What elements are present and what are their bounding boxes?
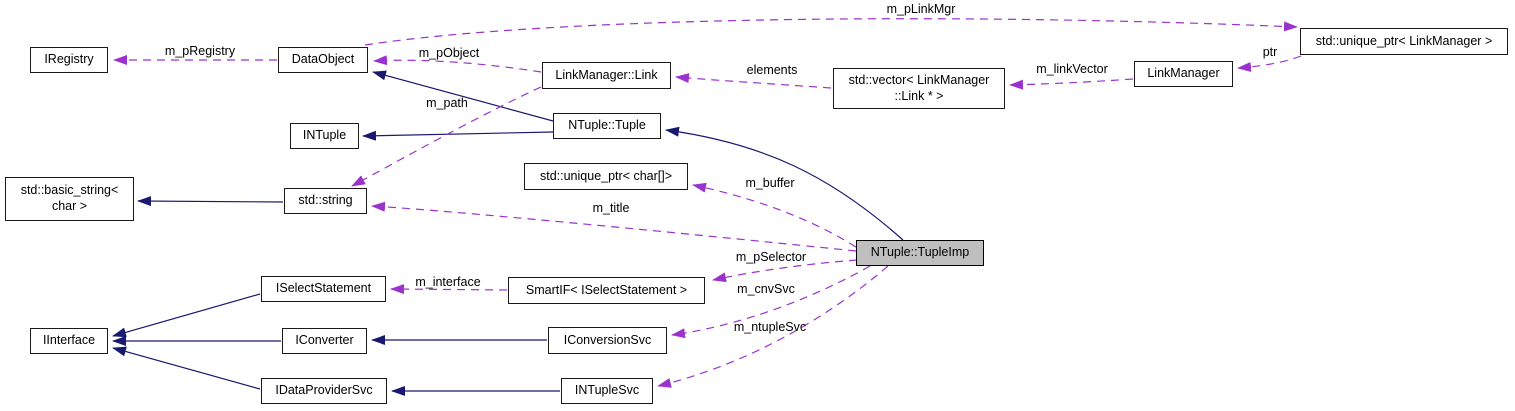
edge-inherit-idataprovidersvc-to-iinterface [112,346,261,390]
edge-usage-m-title [371,201,857,252]
edge-usage-ptr [1237,55,1302,73]
edge-inherit-tuple-to-intuple [362,130,554,141]
edge-label-m-pobject: m_pObject [418,46,480,60]
edge-label-m-interface: m_interface [415,275,481,289]
edge-label-m-title: m_title [592,201,630,215]
edge-label-m-pselector: m_pSelector [735,250,807,264]
node-string[interactable]: std::string [284,188,367,214]
edge-label-m-path: m_path [426,96,468,110]
edge-label-m-buffer: m_buffer [745,176,795,190]
edge-usage-m-cnvsvc [671,265,871,339]
node-iregistry[interactable]: IRegistry [30,47,108,73]
node-unique-ptr-linkmanager[interactable]: std::unique_ptr< LinkManager > [1300,28,1508,55]
node-iinterface[interactable]: IInterface [30,328,108,354]
node-dataobject[interactable]: DataObject [278,47,368,73]
edge-usage-m-linkvector [1009,78,1134,90]
edge-label-m-plinkmgr: m_pLinkMgr [886,2,956,16]
edge-usage-m-plinkmgr [364,18,1298,46]
edge-label-ptr: ptr [1262,45,1278,59]
node-iselectstatement[interactable]: ISelectStatement [261,276,386,302]
node-smartif-iselectstatement[interactable]: SmartIF< ISelectStatement > [508,277,705,304]
edge-inherit-iselectstatement-to-iinterface [112,293,261,338]
node-linkmanager-link[interactable]: LinkManager::Link [542,62,671,89]
node-vector-linkmanager-link[interactable]: std::vector< LinkManager ::Link * > [833,68,1005,109]
edge-usage-m-ntuplesvc [657,265,889,388]
node-intuple[interactable]: INTuple [290,123,359,149]
node-iconversionsvc[interactable]: IConversionSvc [548,327,667,354]
edge-inherit-tupleimp-to-tuple [665,126,904,241]
node-iconverter[interactable]: IConverter [282,328,367,354]
node-ntuple-tupleimp[interactable]: NTuple::TupleImp [856,240,984,266]
edge-usage-m-pobject [373,55,542,73]
edge-inherit-tuple-to-dataobject [372,70,554,122]
node-ntuple-tuple[interactable]: NTuple::Tuple [553,113,661,139]
edge-label-elements: elements [746,63,798,77]
node-intuplesvc[interactable]: INTupleSvc [561,378,653,404]
edge-usage-m-pselector [712,259,858,283]
edge-inherit-string-to-basicstring [137,196,284,207]
edge-label-m-cnvsvc: m_cnvSvc [737,282,795,296]
edge-label-m-pregistry: m_pRegistry [164,44,236,58]
edge-usage-m-interface [390,284,508,295]
node-linkmanager[interactable]: LinkManager [1134,61,1233,87]
node-basic-string[interactable]: std::basic_string< char > [5,177,134,221]
node-idataprovidersvc[interactable]: IDataProviderSvc [261,378,387,404]
edge-usage-m-buffer [692,182,857,248]
edge-label-m-linkvector: m_linkVector [1036,62,1108,76]
edge-usage-elements [675,73,832,89]
node-unique-ptr-char[interactable]: std::unique_ptr< char[]> [524,163,688,190]
edge-label-m-ntuplesvc: m_ntupleSvc [733,320,807,334]
